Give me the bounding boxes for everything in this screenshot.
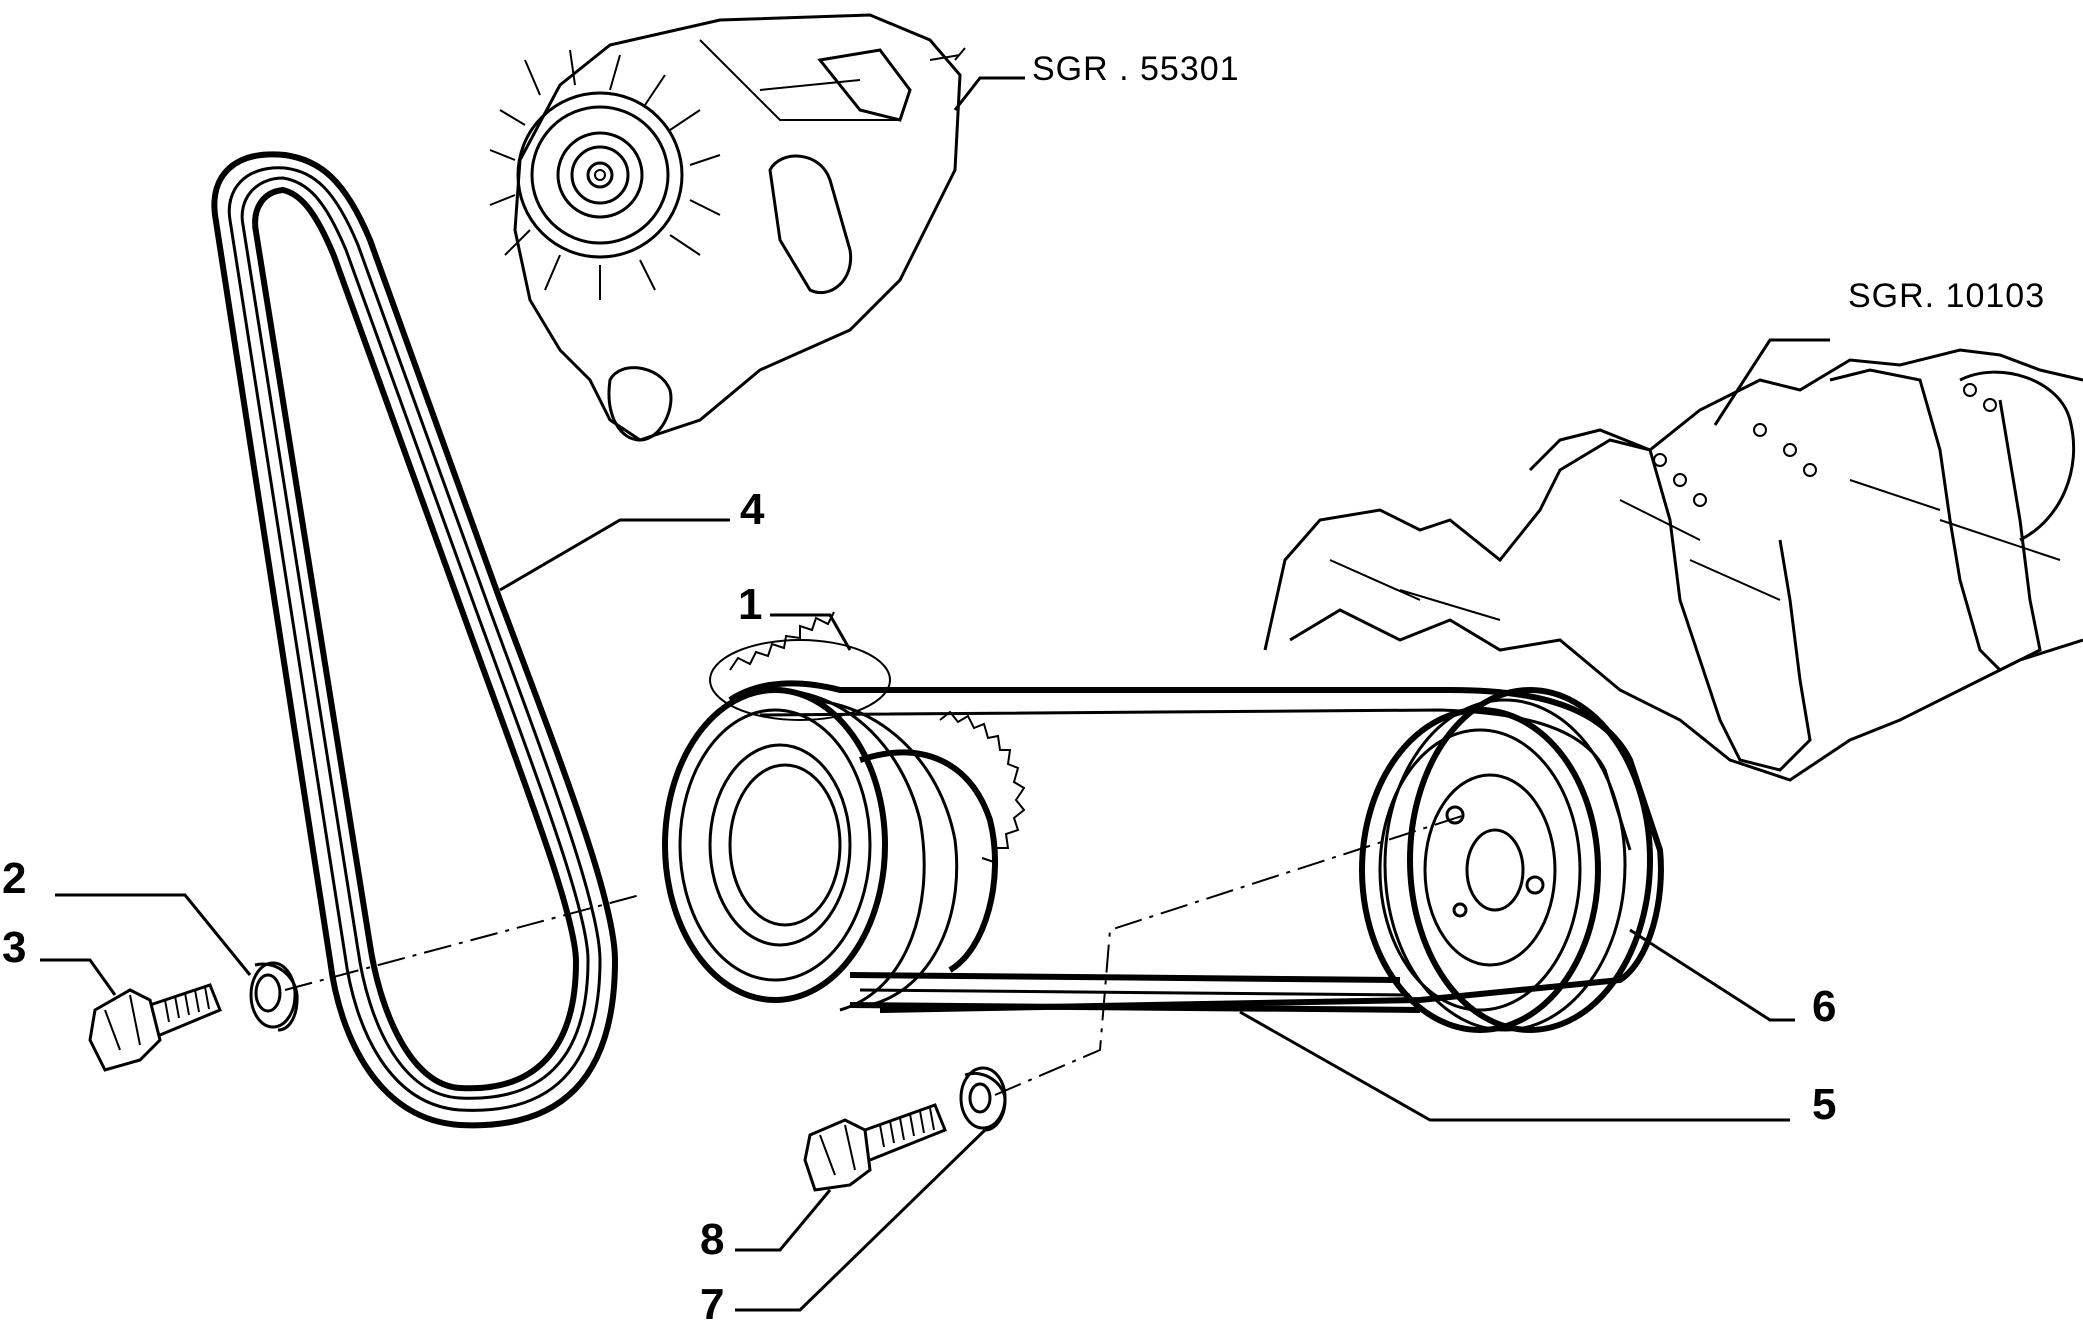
- callout-7: 7: [700, 1280, 725, 1323]
- leader-1: [770, 613, 852, 651]
- pulley-6-drawing: [1359, 687, 1653, 1033]
- leader-ref-alternator: [953, 76, 1025, 111]
- pulley-1-drawing: [662, 611, 1026, 1012]
- leader-7: [735, 1128, 987, 1312]
- callout-8: 8: [700, 1215, 725, 1264]
- belt-4-drawing: [211, 151, 619, 1129]
- leader-5: [1239, 1010, 1790, 1122]
- ref-crankshaft: SGR. 10103: [1848, 277, 2046, 315]
- leader-4: [499, 518, 730, 592]
- callout-4: 4: [740, 485, 765, 534]
- bolt-3-drawing: [88, 983, 222, 1072]
- leader-2: [55, 893, 252, 976]
- leader-ref-crankshaft: [1713, 338, 1830, 426]
- callout-1: 1: [738, 580, 763, 629]
- leader-3: [40, 958, 117, 996]
- leader-8: [735, 1189, 832, 1252]
- callout-6: 6: [1812, 982, 1837, 1031]
- leader-6: [1629, 928, 1795, 1022]
- callout-2: 2: [2, 854, 27, 903]
- ref-alternator: SGR . 55301: [1032, 50, 1240, 88]
- washer-2-drawing: [249, 961, 299, 1032]
- callout-5: 5: [1812, 1080, 1837, 1129]
- washer-7-drawing: [959, 1066, 1007, 1132]
- alternator-drawing: [489, 13, 966, 442]
- callout-3: 3: [2, 923, 27, 972]
- axis-line-pulley-1: [284, 894, 641, 991]
- bolt-8-drawing: [803, 1103, 947, 1192]
- crankshaft-drawing: [1263, 348, 2083, 782]
- axis-line-pulley-6: [994, 814, 1466, 1096]
